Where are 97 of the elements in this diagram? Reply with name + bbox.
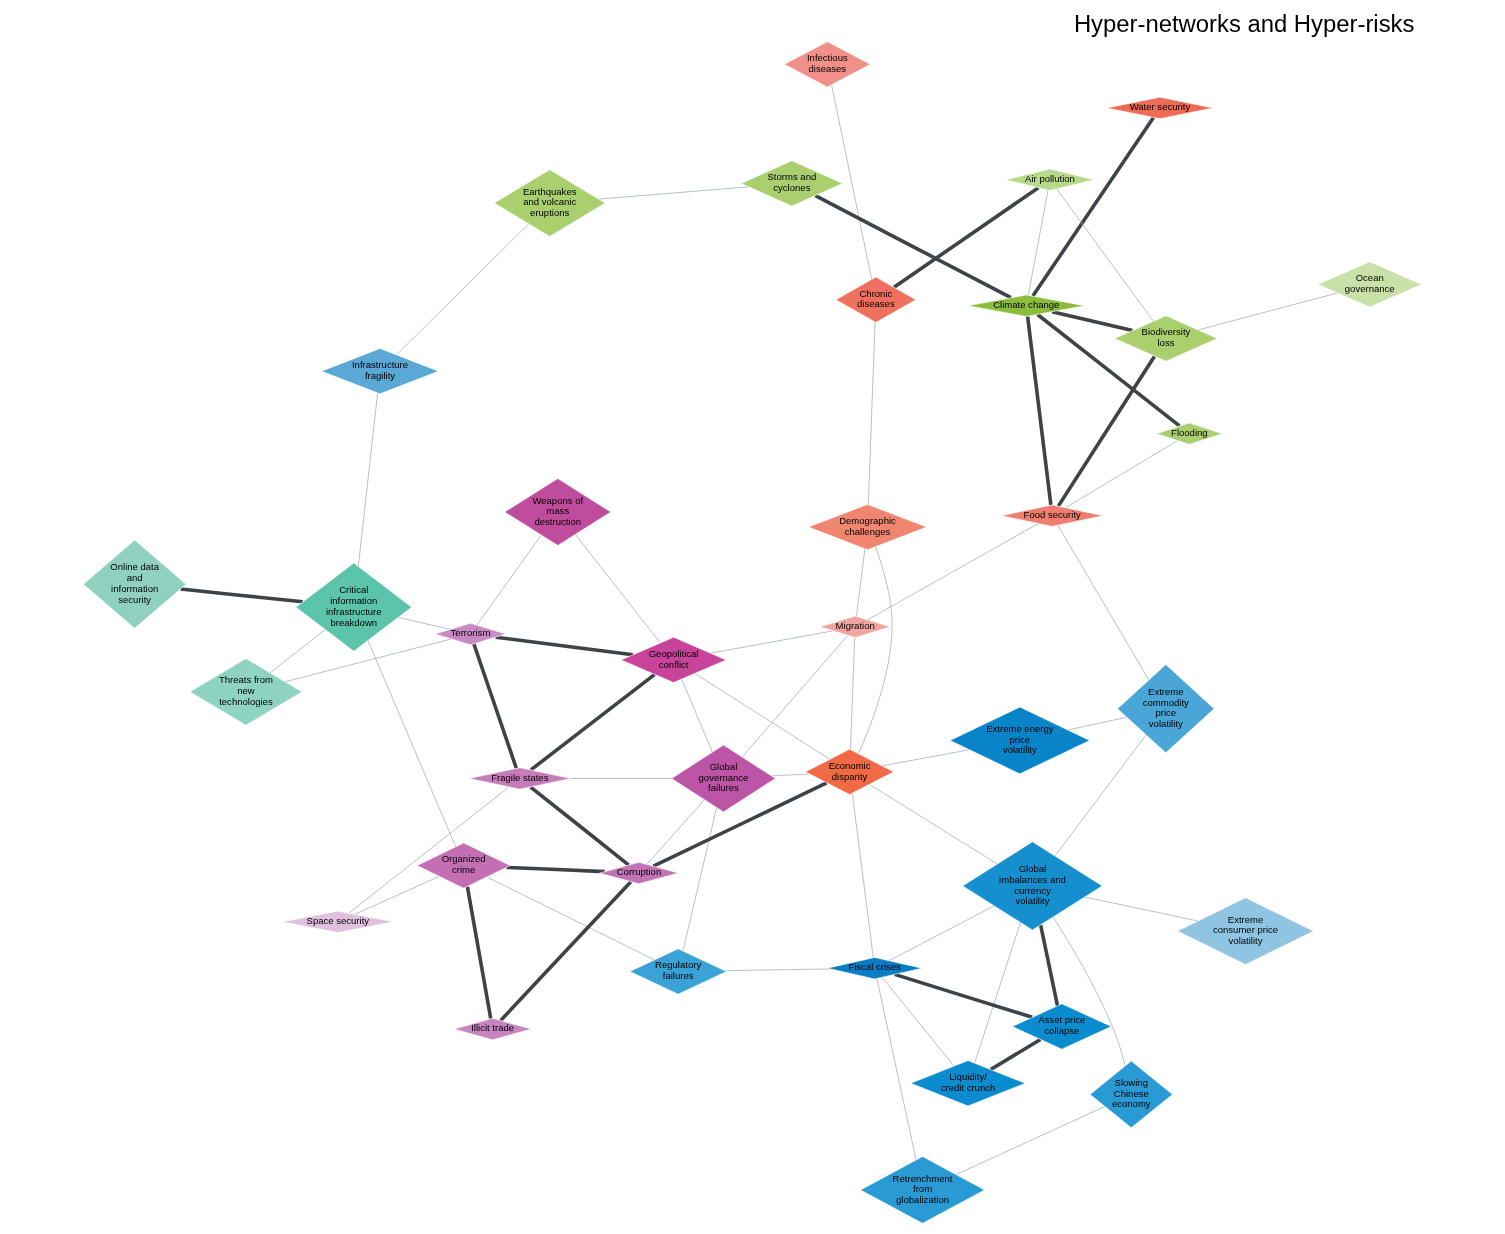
node-diamond: Infrastructure fragility <box>321 348 439 395</box>
node-diamond: Extreme energy price volatility <box>949 706 1090 775</box>
connector <box>955 1106 1106 1175</box>
connector <box>856 548 866 617</box>
node-diamond: Terrorism <box>434 623 507 646</box>
connector <box>476 534 542 626</box>
node-diamond: Slowing Chinese economy <box>1089 1060 1173 1129</box>
connector <box>1065 440 1179 509</box>
connector <box>741 635 849 758</box>
node-diamond: Threats from new technologies <box>189 658 303 726</box>
connector <box>681 678 713 753</box>
connector <box>465 886 493 1019</box>
node-diamond: Global imbalances and currency volatility <box>962 841 1103 931</box>
connector <box>1051 310 1133 333</box>
connector <box>1038 924 1060 1007</box>
connector <box>354 876 440 915</box>
node-diamond: Retrenchment from globalization <box>860 1156 985 1224</box>
connector <box>529 673 656 772</box>
connector <box>682 807 718 952</box>
connector <box>570 778 672 779</box>
node-diamond: Asset price collapse <box>1012 1003 1112 1050</box>
node-diamond: Climate change <box>967 294 1085 317</box>
connector <box>396 223 530 356</box>
node-diamond: Regulatory failures <box>629 948 727 995</box>
connector <box>284 638 452 683</box>
node-diamond: Fiscal crises <box>827 957 923 980</box>
node-diamond: Water security <box>1106 96 1214 119</box>
connector <box>893 186 1040 289</box>
node-diamond: Global governance failures <box>671 744 776 813</box>
connector <box>495 635 634 657</box>
node-diamond: Online data and information security <box>83 539 187 629</box>
connector <box>269 629 326 674</box>
connector <box>857 546 893 755</box>
connector <box>974 922 1021 1064</box>
connector <box>814 194 1012 300</box>
connector <box>888 905 995 962</box>
connector <box>881 977 955 1067</box>
node-diamond: Storms and cyclones <box>740 160 843 207</box>
node-diamond: Illicit trade <box>453 1018 532 1041</box>
node-diamond: Earthquakes and volcanic eruptions <box>493 169 606 237</box>
node-diamond: Liquidity/ credit crunch <box>910 1060 1026 1107</box>
node-diamond: Fragile states <box>468 767 571 790</box>
node-diamond: Chronic diseases <box>835 276 917 323</box>
connector <box>357 392 379 567</box>
diagram-title: Hyper-networks and Hyper-risks <box>1073 10 1415 38</box>
connector <box>724 968 831 972</box>
connector <box>646 799 705 865</box>
connector <box>831 84 873 280</box>
connector <box>472 643 519 769</box>
connector <box>851 792 874 959</box>
node-diamond: Food security <box>1001 504 1104 527</box>
connector <box>850 637 856 750</box>
connector <box>499 880 633 1022</box>
connector <box>652 781 828 868</box>
connector <box>881 749 970 767</box>
connector <box>1056 188 1154 322</box>
connector <box>1197 292 1338 331</box>
node-diamond: Air pollution <box>1005 168 1095 191</box>
connector <box>348 786 510 914</box>
connector <box>574 534 661 644</box>
connector <box>1025 316 1053 506</box>
connector <box>876 978 917 1161</box>
node-diamond: Infectious diseases <box>784 41 871 88</box>
connector <box>989 1037 1042 1072</box>
node-diamond: Flooding <box>1156 422 1223 445</box>
node-diamond: Geopolitical conflict <box>620 636 727 683</box>
node-diamond: Extreme consumer price volatility <box>1177 897 1314 965</box>
connector <box>529 785 630 867</box>
connector <box>367 640 457 848</box>
connector <box>1036 313 1181 428</box>
node-diamond: Organized crime <box>416 842 511 889</box>
connector <box>1052 916 1126 1067</box>
connector <box>486 876 655 961</box>
node-diamond: Migration <box>819 615 891 638</box>
connector <box>1057 524 1150 681</box>
node-diamond: Space security <box>282 910 394 933</box>
node-diamond: Corruption <box>599 862 679 885</box>
connector <box>771 773 810 777</box>
connector <box>1027 189 1049 296</box>
connector <box>867 523 1039 621</box>
connector <box>867 321 876 506</box>
connector <box>894 972 1033 1019</box>
connector <box>180 587 303 604</box>
node-diamond: Critical information infrastructure breakdown <box>295 562 412 652</box>
node-diamond: Weapons of mass destruction <box>504 478 612 546</box>
node-diamond: Extreme commodity price volatility <box>1117 664 1215 754</box>
node-diamond: Ocean governance <box>1317 261 1422 308</box>
node-diamond: Economic disparity <box>805 748 894 795</box>
connector <box>869 784 998 865</box>
connector <box>1056 355 1157 508</box>
connector <box>1054 734 1147 857</box>
connector <box>1031 116 1155 298</box>
node-diamond: Biodiversity loss <box>1114 315 1218 362</box>
connector <box>694 673 831 760</box>
connector <box>397 616 451 630</box>
node-diamond: Demographic challenges <box>808 504 927 551</box>
connector <box>506 865 605 874</box>
